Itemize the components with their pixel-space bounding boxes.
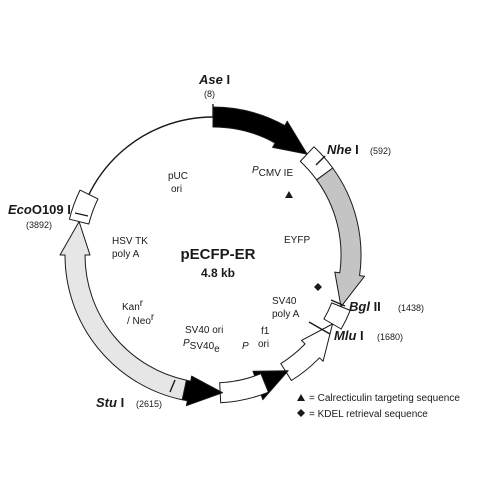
mlu-site-tick <box>308 321 331 335</box>
p-promoter-label: P <box>242 341 249 352</box>
sv40-polya-label-2: poly A <box>272 309 300 320</box>
bgl-site-label: Bgl II <box>349 299 381 314</box>
eyfp-label: EYFP <box>284 235 310 246</box>
sv40-ori-label: SV40 ori <box>185 325 223 336</box>
sv40-polya-box <box>323 302 351 330</box>
kdel-marker-diamond <box>314 283 322 291</box>
mlu-site-label: Mlu I <box>334 328 364 343</box>
calreticulin-marker-triangle <box>285 191 293 198</box>
eco-site-tick <box>74 212 89 217</box>
bgl-site-tick <box>330 299 346 307</box>
ori-label-puc: ori <box>171 184 182 195</box>
hsv-polya-label: poly A <box>112 249 140 260</box>
ase-site-position: (8) <box>204 89 215 99</box>
stu-site-tick <box>169 379 176 393</box>
eco-site-position: (3892) <box>26 220 52 230</box>
mlu-site-position: (1680) <box>377 332 403 342</box>
hsv-tk-polya-box <box>68 189 99 225</box>
legend-triangle-icon <box>297 394 305 401</box>
legend-calreticulin-text: = Calrecticulin targeting sequence <box>309 393 460 404</box>
f1-ori-arrow <box>280 323 333 381</box>
ase-site-label: Ase I <box>198 72 230 87</box>
psv40-label: PSV40e <box>183 338 220 355</box>
nhe-site-tick <box>315 155 326 166</box>
psv40-promoter-arrow <box>181 375 224 407</box>
nhe-start-box <box>299 146 334 181</box>
plasmid-size: 4.8 kb <box>201 266 235 280</box>
kan-label: Kanr <box>122 298 144 313</box>
ecfp-er-coding-arrow <box>316 167 365 308</box>
bgl-site-position: (1438) <box>398 303 424 313</box>
legend-diamond-icon <box>297 409 305 417</box>
eco-site-label: EcoO109 I <box>8 202 71 217</box>
pcmv-promoter-arrow <box>212 106 308 155</box>
stu-site-label: Stu I <box>96 395 124 410</box>
plasmid-name: pECFP-ER <box>181 246 256 263</box>
sv40-ori-box <box>219 373 269 404</box>
nhe-site-position: (592) <box>370 146 391 156</box>
f1-label: f1 <box>261 326 270 337</box>
nhe-site-label: Nhe I <box>327 142 359 157</box>
f1-ori-label: ori <box>258 339 269 350</box>
puc-label: pUC <box>168 171 188 182</box>
stu-site-position: (2615) <box>136 399 162 409</box>
pcmv-label: PCMV IE <box>252 165 293 179</box>
hsv-tk-label: HSV TK <box>112 236 148 247</box>
neo-label: / Neor <box>127 312 155 327</box>
sv40-polya-label-1: SV40 <box>272 296 297 307</box>
legend-kdel-text: = KDEL retrieval sequence <box>309 409 428 420</box>
